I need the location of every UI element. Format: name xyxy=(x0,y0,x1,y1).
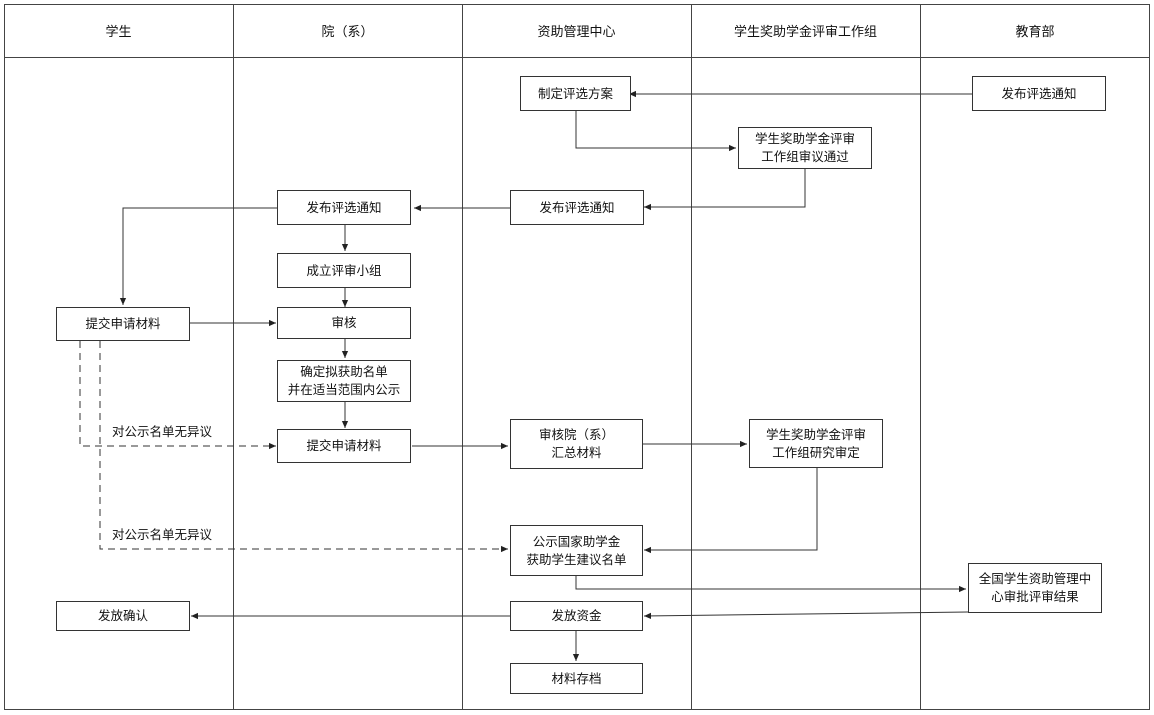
node-review: 审核 xyxy=(277,307,411,339)
lane-divider xyxy=(462,4,463,710)
node-publicize: 公示国家助学金 获助学生建议名单 xyxy=(510,525,643,576)
lane-divider xyxy=(691,4,692,710)
node-center-review: 审核院（系） 汇总材料 xyxy=(510,419,643,469)
arrow-national-to-fund xyxy=(643,611,969,620)
lane-header-aid-center: 资助管理中心 xyxy=(537,25,616,40)
lane-divider xyxy=(233,4,234,710)
node-archive: 材料存档 xyxy=(510,663,643,694)
arrow-publicize-to-national xyxy=(575,576,966,593)
arrow-notice-to-student xyxy=(119,207,277,305)
header-divider xyxy=(4,57,1150,58)
dashed-arrow-no-objection-to-center xyxy=(99,341,508,553)
lane-divider xyxy=(920,4,921,710)
lane-header-student: 学生 xyxy=(105,25,132,40)
edge-label-no-objection: 对公示名单无异议 xyxy=(112,424,213,439)
swimlane-frame xyxy=(4,4,1150,710)
arrow-plan-to-approval xyxy=(575,111,736,152)
arrow-group-decide-to-publicize xyxy=(644,468,818,554)
node-student-submit: 提交申请材料 xyxy=(56,307,190,341)
lane-header-department: 院（系） xyxy=(321,25,374,40)
node-group-approval: 学生奖助学金评审 工作组审议通过 xyxy=(738,127,872,169)
arrow-approval-to-center-notice xyxy=(644,169,806,211)
node-fund-release: 发放资金 xyxy=(510,601,643,631)
node-group-decide: 学生奖助学金评审 工作组研究审定 xyxy=(749,419,883,468)
node-plan: 制定评选方案 xyxy=(520,76,631,111)
node-national-approval: 全国学生资助管理中 心审批评审结果 xyxy=(968,563,1102,613)
node-dept-notice: 发布评选通知 xyxy=(277,190,411,225)
node-ministry-notice: 发布评选通知 xyxy=(972,76,1106,111)
node-form-group: 成立评审小组 xyxy=(277,253,411,288)
node-center-notice: 发布评选通知 xyxy=(510,190,644,225)
node-student-confirm: 发放确认 xyxy=(56,601,190,631)
node-confirm-list: 确定拟获助名单 并在适当范围内公示 xyxy=(277,360,411,402)
node-dept-submit: 提交申请材料 xyxy=(277,429,411,463)
lane-header-review-group: 学生奖助学金评审工作组 xyxy=(733,25,877,40)
edge-label-no-objection: 对公示名单无异议 xyxy=(112,527,213,542)
lane-header-ministry: 教育部 xyxy=(1015,25,1055,40)
